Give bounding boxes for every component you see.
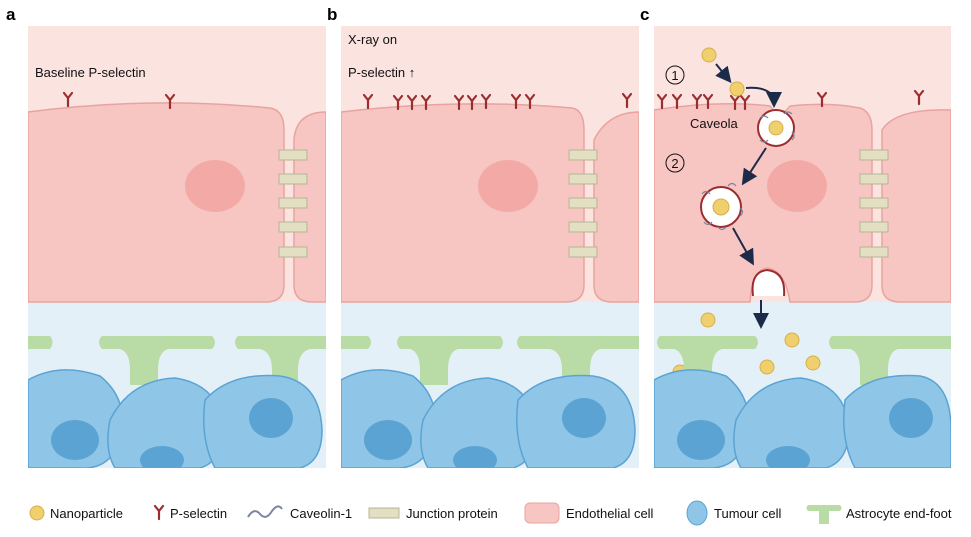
nucleus (767, 160, 827, 212)
step-markers (665, 65, 685, 173)
caveola-1 (757, 109, 795, 147)
legend-astrocyte: Astrocyte end-foot (846, 506, 952, 521)
nanoparticle-icon (29, 505, 45, 521)
transport-arrows (715, 63, 782, 329)
legend-endothelial: Endothelial cell (566, 506, 654, 521)
legend-nanoparticle: Nanoparticle (50, 506, 123, 521)
tumour-cells (654, 369, 951, 468)
endothelial-icon (524, 502, 560, 524)
tumour-icon (686, 500, 708, 526)
panel-a (28, 26, 326, 468)
tumour-cells (341, 369, 636, 468)
step-2-label: 2 (671, 156, 678, 171)
legend-tumour: Tumour cell (714, 506, 782, 521)
caveola-exocytosis (751, 268, 786, 297)
junction-proteins (278, 149, 308, 258)
junction-icon (368, 507, 400, 519)
junction-proteins (859, 149, 889, 258)
astrocyte-end-feet (341, 336, 639, 385)
panel-c-letter: c (640, 5, 649, 24)
panel-c: 1 2 Caveola (654, 26, 951, 468)
legend: Nanoparticle P-selectin Caveolin-1 Junct… (29, 500, 952, 526)
panel-b-title: X-ray on (348, 32, 397, 47)
legend-junction: Junction protein (406, 506, 498, 521)
panel-a-title: Baseline P-selectin (35, 65, 146, 80)
p-selectin-icon (153, 504, 165, 521)
caveola-vesicle-2 (700, 182, 744, 231)
step-1-label: 1 (671, 68, 678, 83)
endothelial-cell (28, 102, 285, 303)
endothelial-cell-right (593, 111, 639, 303)
tumour-cells (28, 369, 323, 468)
astrocyte-end-feet (657, 336, 951, 385)
astrocyte-icon (806, 505, 842, 524)
panel-b-letter: b (327, 5, 337, 24)
legend-caveolin: Caveolin-1 (290, 506, 352, 521)
caveolin-icon (247, 505, 283, 518)
legend-pselectin: P-selectin (170, 506, 227, 521)
panel-b-subtitle: P-selectin ↑ (348, 65, 415, 80)
panel-b (341, 26, 639, 468)
nucleus (185, 160, 245, 212)
endothelial-cell (341, 103, 585, 303)
panel-a-letter: a (6, 5, 16, 24)
endothelial-cell-right (881, 109, 951, 303)
nucleus (478, 160, 538, 212)
astrocyte-end-feet (28, 336, 326, 385)
junction-proteins (568, 149, 598, 258)
caveola-label: Caveola (690, 116, 738, 131)
